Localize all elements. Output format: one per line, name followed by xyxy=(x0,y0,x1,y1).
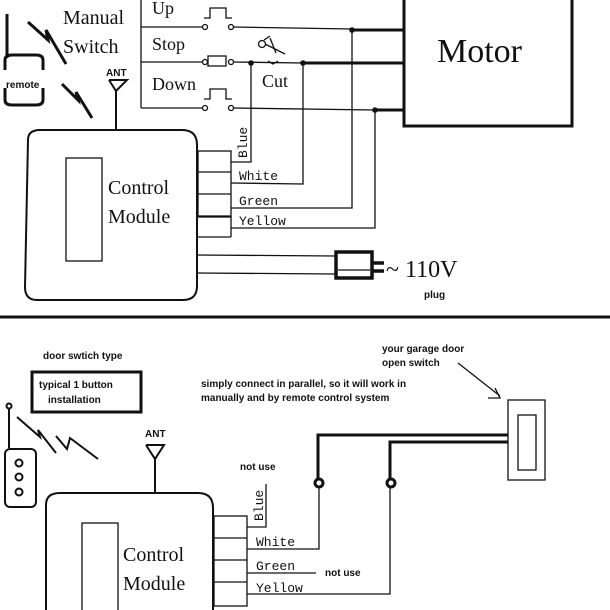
signal-bolt-icon xyxy=(16,416,57,454)
remote-label: remote xyxy=(6,80,40,91)
wire-label-green: Green xyxy=(256,559,295,574)
signal-bolt-icon xyxy=(26,20,68,65)
switch-down-label: Down xyxy=(152,74,196,94)
wire-connector xyxy=(213,515,248,607)
installation-type-label: installation xyxy=(48,395,101,406)
not-use-label: not use xyxy=(240,462,276,473)
remote-icon xyxy=(3,14,45,107)
antenna-icon xyxy=(145,444,166,493)
scissors-icon xyxy=(257,35,286,65)
bottom-diagram: door swtich type typical 1 button instal… xyxy=(4,344,546,610)
cut-label: Cut xyxy=(262,71,288,91)
wire-label-white: White xyxy=(239,169,278,184)
control-module-label: Module xyxy=(123,573,185,595)
motor-box xyxy=(402,0,574,128)
control-module-box xyxy=(45,492,214,610)
control-module-label: Control xyxy=(108,177,170,199)
wire-label-blue: Blue xyxy=(252,490,267,521)
remote-icon xyxy=(4,402,37,508)
up-pushbutton-icon xyxy=(201,7,235,31)
installation-type-box xyxy=(30,370,143,414)
antenna-icon xyxy=(108,79,130,129)
terminal-icon xyxy=(313,477,325,489)
wire-label-yellow: Yellow xyxy=(256,581,303,596)
motor-label: Motor xyxy=(437,33,523,70)
arrow-icon xyxy=(457,362,502,399)
door-switch-type-label: door swtich type xyxy=(43,351,123,362)
antenna-label: ANT xyxy=(145,429,166,440)
terminal-icon xyxy=(385,477,397,489)
not-use-label: not use xyxy=(325,568,361,579)
down-pushbutton-icon xyxy=(201,88,235,112)
control-module-label: Control xyxy=(123,544,185,566)
wire-connector xyxy=(197,150,232,238)
switch-stop-label: Stop xyxy=(152,34,185,54)
module-display-slot xyxy=(65,157,103,262)
power-plug-icon xyxy=(334,250,384,280)
stop-pushbutton-icon xyxy=(201,55,235,67)
voltage-label: ~ 110V xyxy=(386,257,458,283)
switch-up-label: Up xyxy=(152,0,174,18)
module-display-slot xyxy=(81,522,119,610)
antenna-label: ANT xyxy=(106,68,127,79)
control-module-box xyxy=(23,129,198,301)
control-module-label: Module xyxy=(108,206,170,228)
garage-switch-label: open switch xyxy=(382,358,440,369)
manual-switch-label: Switch xyxy=(63,36,119,58)
garage-door-switch xyxy=(507,399,546,481)
instruction-text: simply connect in parallel, so it will w… xyxy=(201,379,406,390)
wire-label-white: White xyxy=(256,535,295,550)
instruction-text: manually and by remote control system xyxy=(201,393,389,404)
garage-switch-label: your garage door xyxy=(382,344,464,355)
wire-label-blue: Blue xyxy=(236,127,251,158)
wire-label-green: Green xyxy=(239,194,278,209)
signal-bolt-icon xyxy=(60,82,94,119)
signal-bolt-icon xyxy=(55,435,99,460)
plug-label: plug xyxy=(424,290,445,301)
installation-type-label: typical 1 button xyxy=(39,380,113,391)
wire-label-yellow: Yellow xyxy=(239,214,286,229)
top-diagram: remote Manual Switch ANT Up Stop xyxy=(3,0,574,301)
manual-switch-label: Manual xyxy=(63,7,125,29)
